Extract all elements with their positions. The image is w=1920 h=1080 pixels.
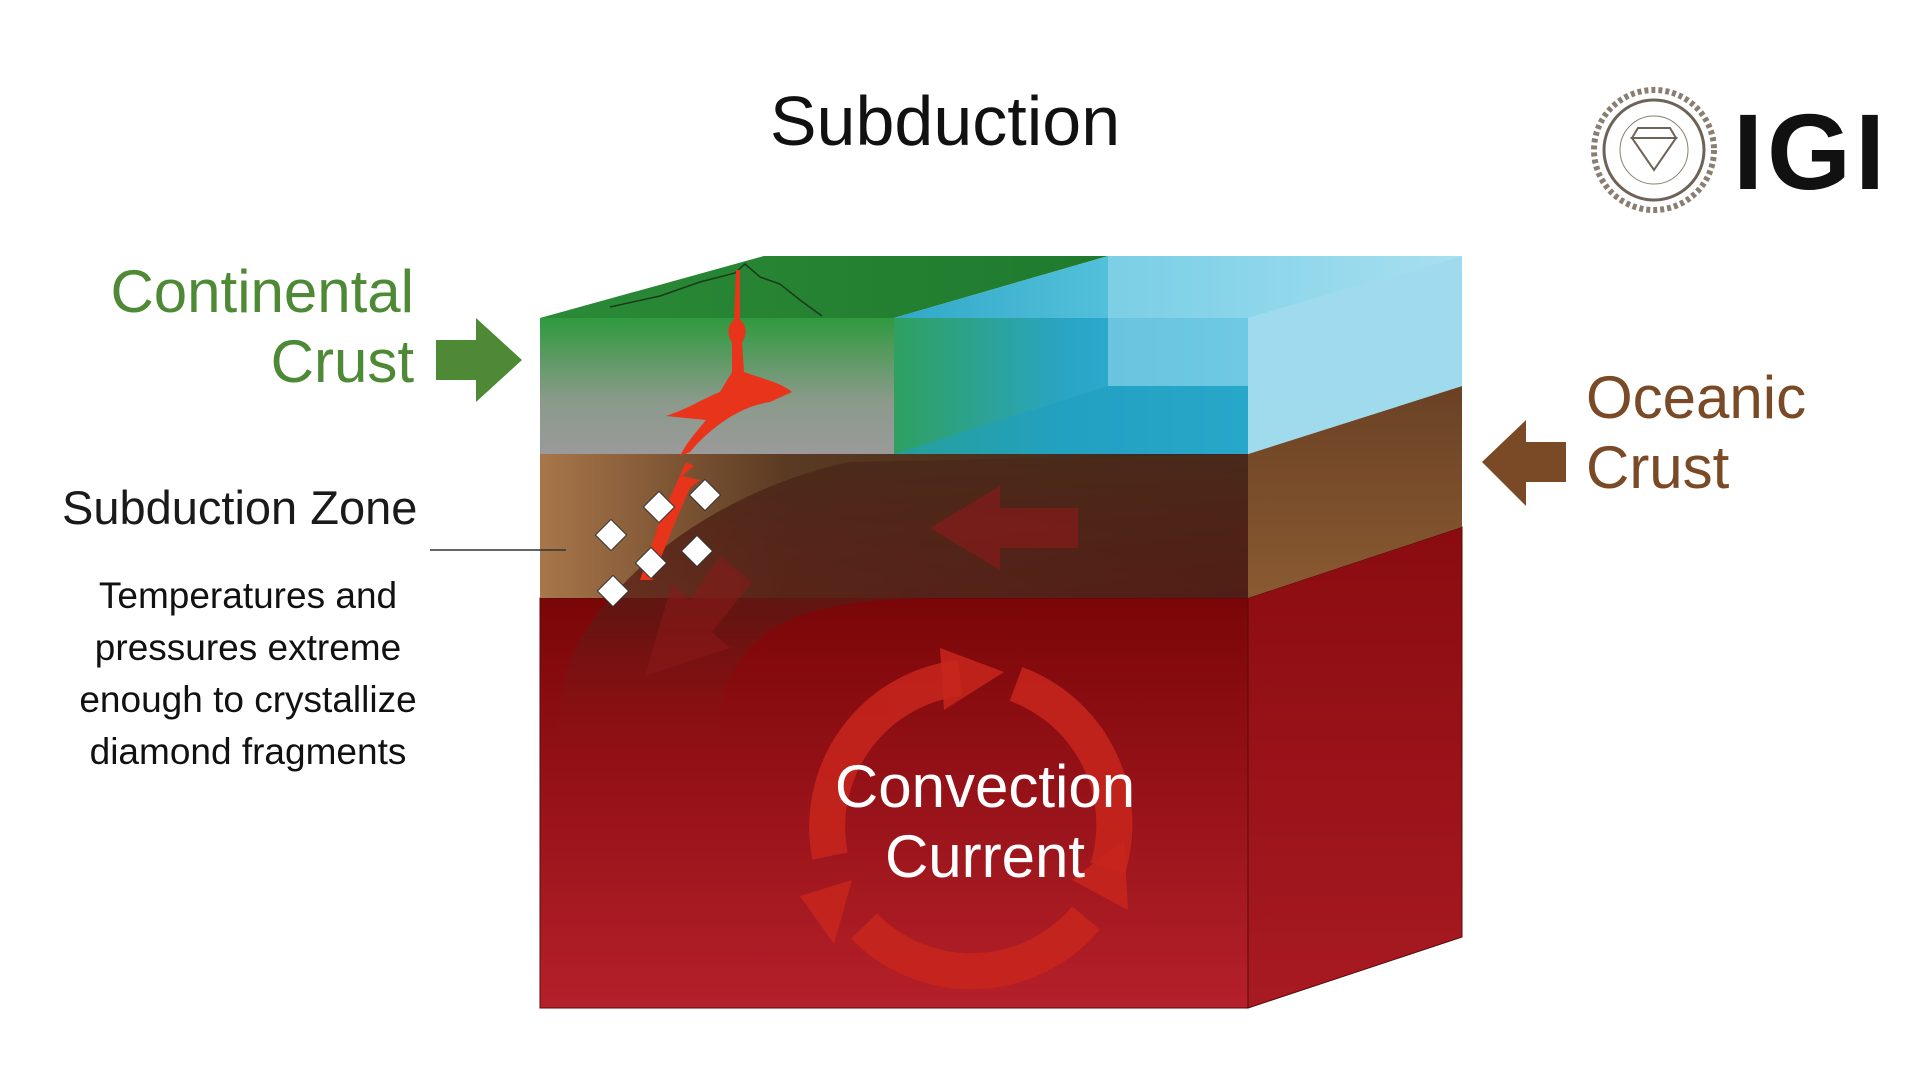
diamond-icon [596, 574, 630, 608]
magma-dike [640, 462, 700, 580]
diamond-icon [594, 518, 628, 552]
ocean-floor-edge [894, 386, 1248, 454]
page-title: Subduction [769, 82, 1121, 160]
continental-label-line-2: Crust [270, 328, 414, 395]
mantle-side-face [1247, 526, 1463, 1009]
ocean-water-face [1108, 256, 1462, 386]
oceanic-crust-label: Oceanic Crust [1586, 363, 1806, 503]
description-line-2: pressures extreme [94, 627, 402, 668]
mountain-ridge [609, 262, 823, 317]
convection-label-line-1: Convection [834, 753, 1136, 820]
magma-conduit [666, 270, 792, 456]
diamond-icon [688, 478, 722, 512]
continental-label-line-1: Continental [110, 258, 414, 325]
oceanic-arrow-icon [1482, 420, 1566, 506]
oceanic-label-line-2: Crust [1586, 434, 1730, 501]
continental-front-face [540, 318, 894, 454]
lithosphere-side-face [1248, 386, 1462, 598]
convection-arrowhead-1 [940, 648, 1004, 710]
convection-arrowhead-3 [800, 880, 852, 944]
igi-logo-text: IGI [1733, 91, 1890, 212]
convection-cycle-icon [809, 660, 1133, 990]
description-line-1: Temperatures and [98, 575, 398, 616]
continental-crust-label: Continental Crust [110, 257, 414, 397]
diamond-fragments [594, 478, 722, 608]
diamond-icon [642, 490, 676, 524]
convection-label-line-2: Current [884, 823, 1086, 890]
description-line-3: enough to crystallize [79, 679, 417, 720]
subduction-zone-label: Subduction Zone [62, 481, 418, 534]
diamond-icon [634, 546, 668, 580]
slab-descent-arrow-icon [645, 556, 752, 676]
description-line-4: diamond fragments [89, 731, 407, 772]
continental-top-face [540, 256, 1108, 318]
convection-arrowhead-2 [1072, 840, 1128, 910]
oceanic-label-line-1: Oceanic [1586, 364, 1807, 431]
igi-seal-icon [1591, 87, 1717, 213]
diamond-icon [680, 534, 714, 568]
plate-motion-arrow-icon [930, 486, 1078, 570]
convection-current-label: Convection Current [775, 752, 1195, 892]
subduction-zone-description: Temperatures and pressures extreme enoug… [48, 570, 448, 778]
continental-arrow-icon [436, 318, 522, 402]
